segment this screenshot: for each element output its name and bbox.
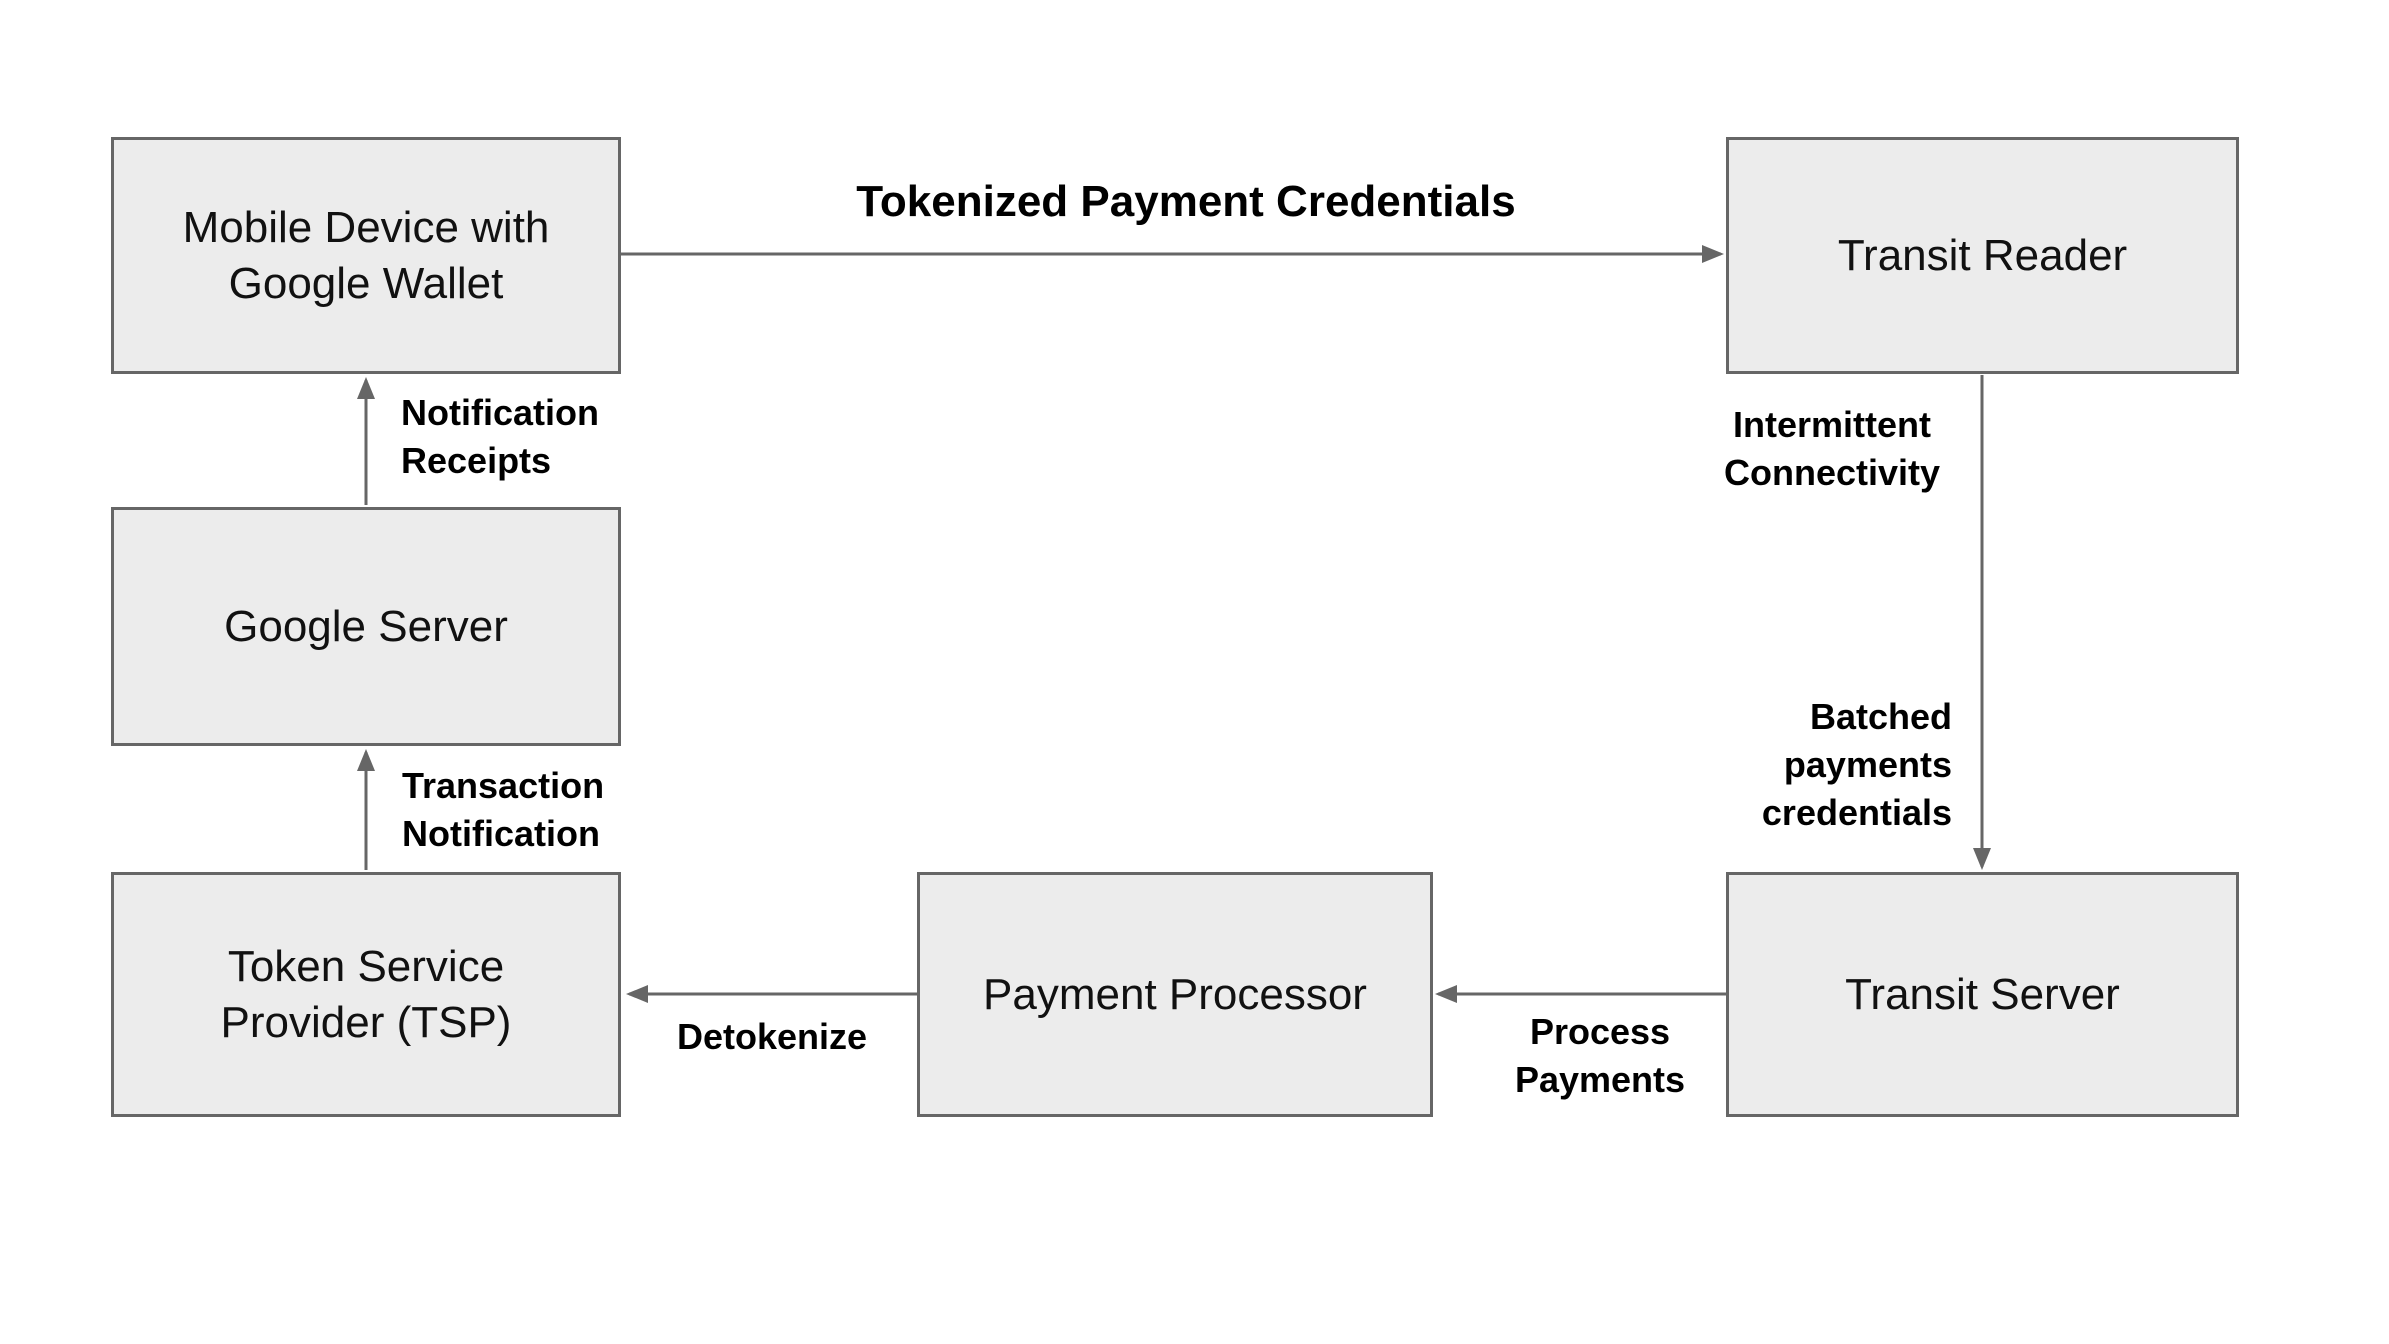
node-transit-reader-label: Transit Reader xyxy=(1837,230,2128,280)
node-mobile-device: Mobile Device with Google Wallet xyxy=(111,137,621,374)
edge-label-batched-payments-credentials: Batched payments credentials xyxy=(1761,696,1952,833)
edge-label-detokenize: Detokenize xyxy=(676,1016,868,1057)
edge-label-notification-receipts: Notification Receipts xyxy=(401,392,599,481)
node-mobile-device-label: Mobile Device with Google Wallet xyxy=(182,202,550,308)
edge-label-intermittent-connectivity: Intermittent Connectivity xyxy=(1723,404,1941,493)
node-token-service-provider: Token Service Provider (TSP) xyxy=(111,872,621,1117)
node-transit-server-label: Transit Server xyxy=(1845,969,2120,1019)
edge-label-process-payments: Process Payments xyxy=(1514,1011,1686,1100)
node-transit-server: Transit Server xyxy=(1726,872,2239,1117)
node-google-server-label: Google Server xyxy=(224,601,508,651)
node-payment-processor: Payment Processor xyxy=(917,872,1433,1117)
edge-label-transaction-notification: Transaction Notification xyxy=(402,765,605,854)
node-transit-reader: Transit Reader xyxy=(1726,137,2239,374)
edge-label-tokenized-payment-credentials: Tokenized Payment Credentials xyxy=(856,177,1516,226)
node-token-service-provider-label: Token Service Provider (TSP) xyxy=(220,941,512,1047)
node-payment-processor-label: Payment Processor xyxy=(983,969,1367,1019)
node-google-server: Google Server xyxy=(111,507,621,746)
